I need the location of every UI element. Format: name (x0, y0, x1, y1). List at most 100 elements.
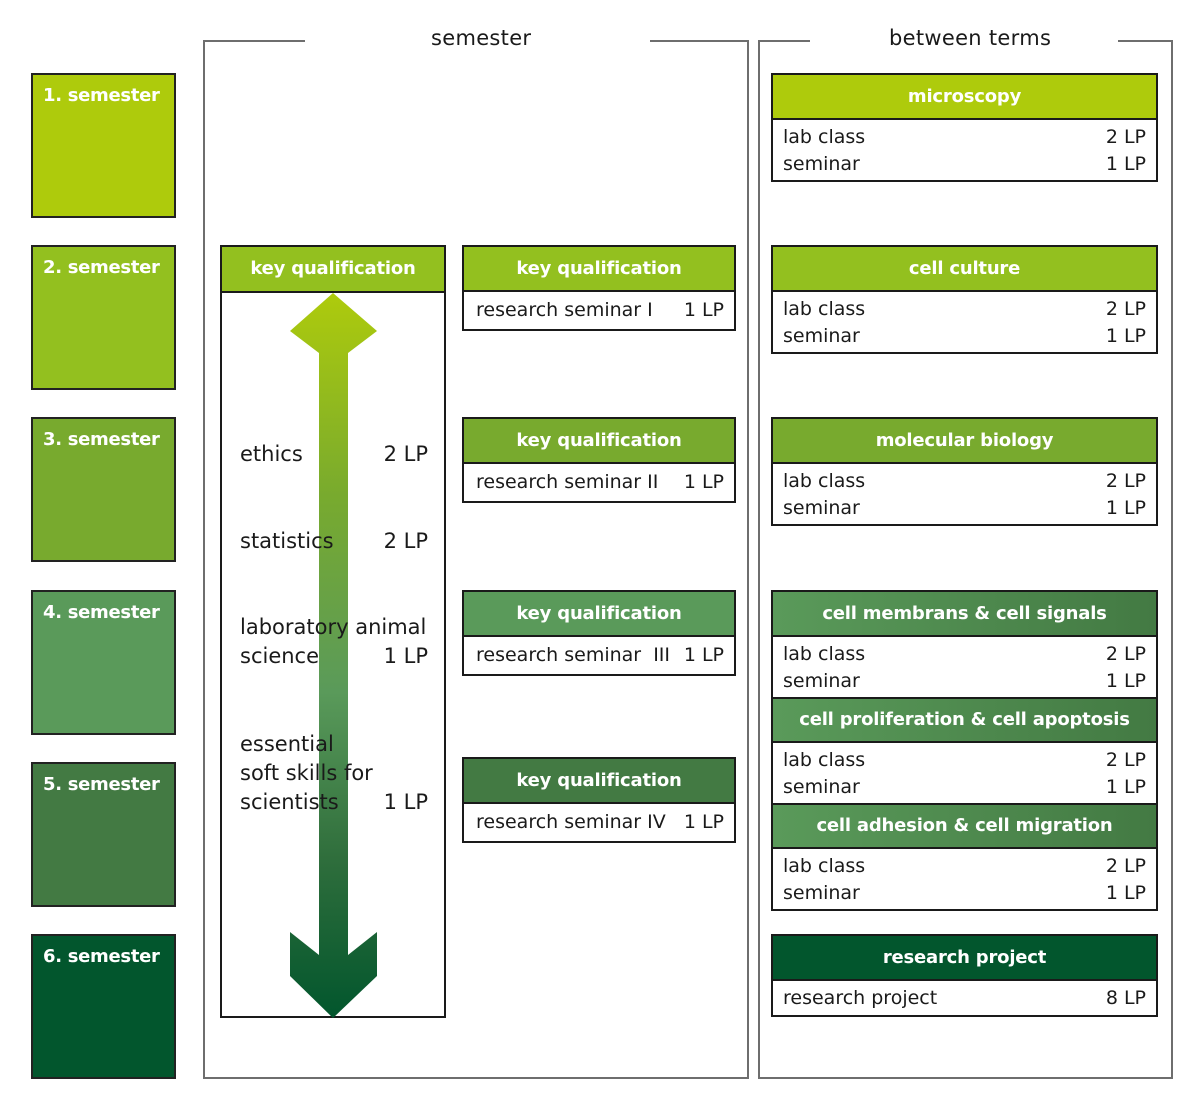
frame-line (758, 40, 810, 42)
research-seminar-box: key qualification research seminar IV 1 … (462, 757, 736, 843)
research-seminar-box: key qualification research seminar I 1 L… (462, 245, 736, 331)
semester-1-box: 1. semester (31, 73, 176, 218)
between-terms-column-frame (758, 40, 1173, 1079)
research-seminar-lp: 1 LP (683, 811, 724, 833)
research-seminar-name: research seminar I (476, 299, 653, 321)
kq-item-name: statistics (240, 529, 334, 553)
research-seminar-lp: 1 LP (683, 644, 724, 666)
module-row-name: lab class (783, 126, 866, 148)
module-header: cell culture (773, 247, 1156, 292)
semester-label: 1. semester (43, 85, 160, 106)
research-seminar-header: key qualification (464, 247, 734, 292)
research-seminar-header: key qualification (464, 759, 734, 804)
module-row-lp: 2 LP (1105, 643, 1146, 665)
semester-label: 6. semester (43, 946, 160, 967)
module-row-name: seminar (783, 776, 860, 798)
semester-5-box: 5. semester (31, 762, 176, 907)
research-seminar-lp: 1 LP (683, 471, 724, 493)
module-row-lp: 2 LP (1105, 126, 1146, 148)
semester-label: 3. semester (43, 429, 160, 450)
module-row-name: seminar (783, 153, 860, 175)
module-row: seminar 1 LP (773, 668, 1156, 695)
module-row-lp: 1 LP (1105, 670, 1146, 692)
kq-item-lp: 1 LP (383, 790, 428, 814)
module-row: lab class 2 LP (773, 641, 1156, 668)
module-row-lp: 1 LP (1105, 153, 1146, 175)
module-row-name: lab class (783, 298, 866, 320)
module-row-lp: 1 LP (1105, 882, 1146, 904)
research-seminar-row: research seminar IV 1 LP (464, 804, 734, 841)
semester-label: 2. semester (43, 257, 160, 278)
module-header: cell proliferation & cell apoptosis (773, 699, 1156, 743)
module-header: cell membrans & cell signals (773, 592, 1156, 637)
research-seminar-row: research seminar III 1 LP (464, 637, 734, 674)
research-seminar-row: research seminar I 1 LP (464, 292, 734, 329)
key-qualification-block: key qualification ethics 2 LP statistics… (220, 245, 446, 1018)
semester-label: 4. semester (43, 602, 160, 623)
kq-item-lp: 2 LP (383, 529, 428, 553)
module-row: seminar 1 LP (773, 880, 1156, 907)
module-row-name: lab class (783, 749, 866, 771)
key-qualification-header: key qualification (222, 247, 444, 293)
module-row: seminar 1 LP (773, 151, 1156, 178)
research-seminar-lp: 1 LP (683, 299, 724, 321)
module-header: cell adhesion & cell migration (773, 805, 1156, 849)
research-seminar-name: research seminar IV (476, 811, 666, 833)
module-row-lp: 2 LP (1105, 855, 1146, 877)
double-headed-vertical-arrow-icon (290, 293, 377, 1018)
research-seminar-header: key qualification (464, 592, 734, 637)
module-header: molecular biology (773, 419, 1156, 464)
module-row-lp: 8 LP (1105, 987, 1146, 1009)
research-seminar-name: research seminar III (476, 644, 670, 666)
module-row-name: lab class (783, 643, 866, 665)
module-row-lp: 1 LP (1105, 325, 1146, 347)
module-row-name: seminar (783, 497, 860, 519)
module-row: seminar 1 LP (773, 774, 1156, 801)
module-row-name: seminar (783, 670, 860, 692)
frame-line (650, 40, 749, 42)
module-row-name: research project (783, 987, 938, 1009)
research-seminar-name: research seminar II (476, 471, 659, 493)
semester-column-title: semester (431, 26, 532, 50)
kq-item-name: ethics (240, 442, 303, 466)
module-row: lab class 2 LP (773, 296, 1156, 323)
module-header: research project (773, 936, 1156, 981)
module-row: lab class 2 LP (773, 124, 1156, 151)
module-row: lab class 2 LP (773, 468, 1156, 495)
module-molecular-biology: molecular biology lab class 2 LP seminar 1… (771, 417, 1158, 526)
semester-label: 5. semester (43, 774, 160, 795)
module-row-lp: 1 LP (1105, 497, 1146, 519)
module-row-lp: 2 LP (1105, 470, 1146, 492)
between-terms-column-title: between terms (889, 26, 1052, 50)
kq-item-lp: 2 LP (383, 442, 428, 466)
module-row: lab class 2 LP (773, 853, 1156, 880)
module-row-name: seminar (783, 882, 860, 904)
frame-line (1118, 40, 1173, 42)
module-row-name: lab class (783, 470, 866, 492)
module-row-name: lab class (783, 855, 866, 877)
semester-3-box: 3. semester (31, 417, 176, 562)
module-row: research project 8 LP (773, 985, 1156, 1012)
module-header: microscopy (773, 75, 1156, 120)
module-row: seminar 1 LP (773, 495, 1156, 522)
kq-item-name: laboratory animal science (240, 615, 427, 668)
kq-item-name: essential soft skills for scientists (240, 732, 373, 814)
semester-2-box: 2. semester (31, 245, 176, 390)
module-microscopy: microscopy lab class 2 LP seminar 1 LP (771, 73, 1158, 182)
research-seminar-header: key qualification (464, 419, 734, 464)
module-research-project: research project research project 8 LP (771, 934, 1158, 1017)
module-row: lab class 2 LP (773, 747, 1156, 774)
frame-line (203, 40, 305, 42)
semester-6-box: 6. semester (31, 934, 176, 1079)
research-seminar-box: key qualification research seminar II 1 … (462, 417, 736, 503)
kq-item-lp: 1 LP (383, 644, 428, 668)
module-row-lp: 2 LP (1105, 298, 1146, 320)
research-seminar-box: key qualification research seminar III 1… (462, 590, 736, 676)
semester-4-box: 4. semester (31, 590, 176, 735)
module-stack-cell-biology: cell membrans & cell signals lab class 2 … (771, 590, 1158, 911)
module-row-lp: 1 LP (1105, 776, 1146, 798)
module-row-lp: 2 LP (1105, 749, 1146, 771)
semester-column-frame (203, 40, 749, 1079)
